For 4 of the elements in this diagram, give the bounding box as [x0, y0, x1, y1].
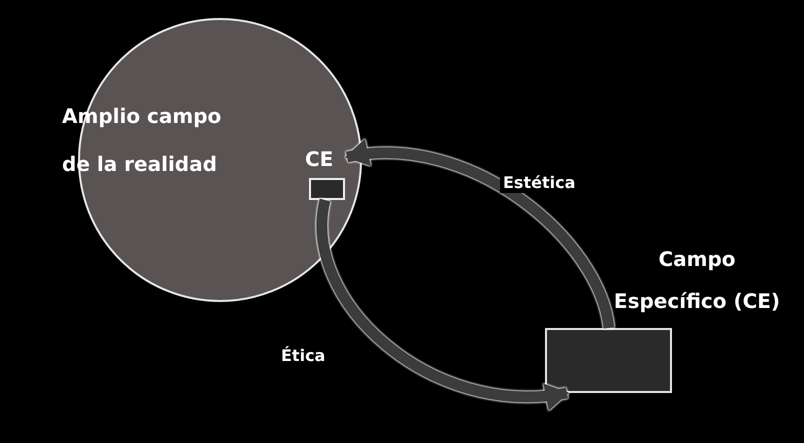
curved-arrow: [344, 140, 614, 330]
node-label: CE: [305, 146, 334, 172]
curved-arrow: [316, 199, 570, 410]
node-label: Campo Específico (CE): [612, 246, 782, 315]
